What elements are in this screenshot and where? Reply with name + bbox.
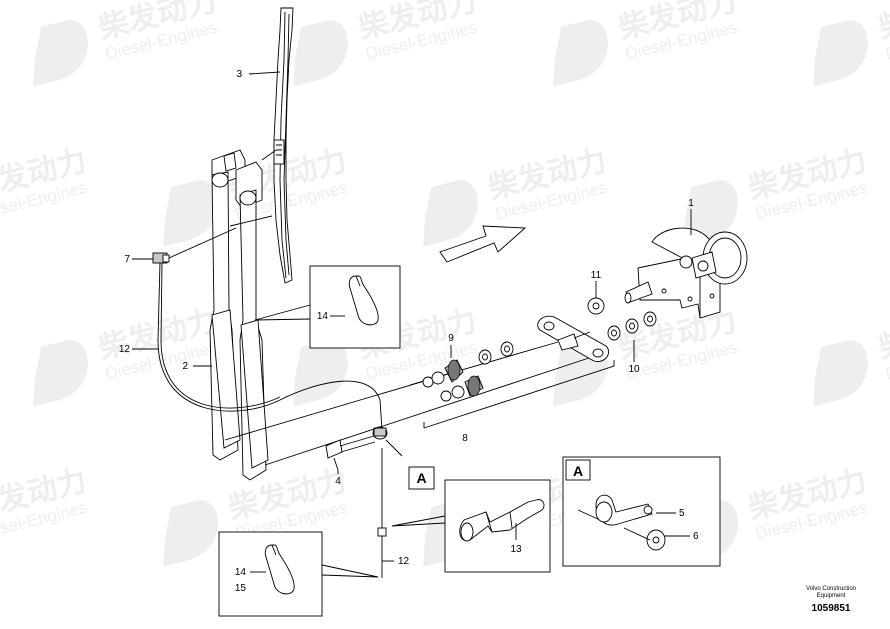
nozzle-junction [372, 426, 403, 457]
callout-4: 4 [335, 476, 341, 487]
detail-box-a-title: A [573, 463, 583, 479]
callout-10: 10 [628, 364, 640, 375]
footer-company-line1: Volvo Construction [806, 586, 856, 592]
detail-marker-a [408, 466, 435, 490]
footer-drawing-number: 1059851 [812, 603, 851, 614]
watermark-logo-icon [813, 340, 868, 407]
callout-3: 3 [236, 69, 242, 80]
hose-connector [152, 227, 237, 264]
watermark-logo-icon [423, 180, 478, 247]
footer: Volvo Construction Equipment 1059851 [806, 586, 856, 614]
detail-box-clamp-14-15 [218, 531, 379, 617]
callout-8: 8 [462, 433, 468, 444]
callout-5: 5 [679, 508, 685, 519]
wiper-blade [273, 7, 294, 284]
detail-box-clamp-14 [254, 265, 401, 349]
callout-6: 6 [693, 531, 699, 542]
callout-14-top: 14 [317, 311, 329, 322]
watermark-logo-icon [33, 340, 88, 407]
callout-12-upper: 12 [119, 344, 131, 355]
callout-15: 15 [235, 583, 247, 594]
callout-14-bottom: 14 [235, 567, 247, 578]
detail-box-a [562, 456, 721, 567]
wiper-arms [209, 149, 277, 481]
detail-marker-a-label: A [416, 470, 426, 486]
spindle-parts [422, 341, 514, 402]
callout-11: 11 [591, 270, 602, 281]
callout-13: 13 [510, 544, 522, 555]
detail-box-connector-13 [391, 479, 551, 573]
footer-company-line2: Equipment [817, 593, 846, 599]
wiper-motor [624, 227, 748, 319]
watermark-logo-icon [33, 20, 88, 87]
watermark-logo-icon [293, 20, 348, 87]
watermark-logo-icon [163, 180, 218, 247]
callout-9: 9 [448, 333, 454, 344]
direction-arrow [439, 225, 527, 263]
link-plate [423, 315, 615, 429]
watermark-logo-icon [553, 20, 608, 87]
watermark-logo-icon [163, 500, 218, 567]
leader-lines [132, 71, 692, 573]
bolt [325, 435, 376, 471]
watermark-logo-icon [293, 340, 348, 407]
callout-7: 7 [124, 254, 130, 265]
watermark-logo-icon [813, 20, 868, 87]
watermark-brand-cn: 柴发动力 [875, 303, 890, 366]
callout-2: 2 [182, 361, 188, 372]
watermark-brand-cn: 柴发动力 [875, 0, 890, 46]
washers [587, 297, 657, 341]
callout-1: 1 [688, 198, 694, 209]
callout-12-lower: 12 [398, 556, 410, 567]
callout-labels: 3 1 2 7 12 9 11 10 8 4 14 13 12 14 15 5 … [119, 69, 699, 594]
washer-hose [157, 261, 387, 578]
